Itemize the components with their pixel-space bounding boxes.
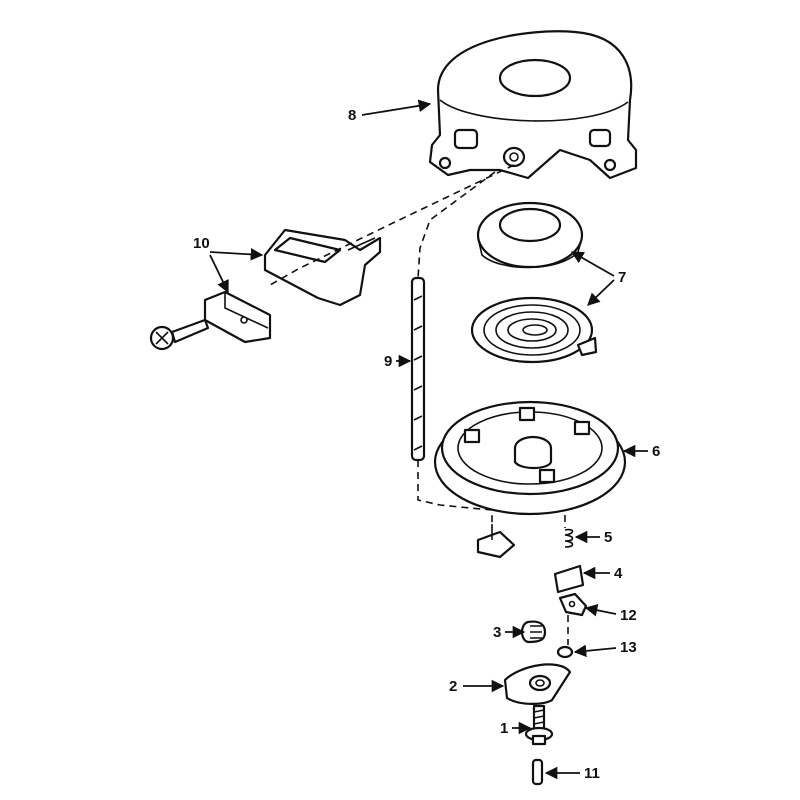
callout-2: 2 xyxy=(449,678,505,695)
spring-cup-part xyxy=(476,201,584,269)
pawl-link-part xyxy=(558,592,588,617)
brake-spring-part xyxy=(520,620,547,644)
callout-label-6: 6 xyxy=(652,443,660,460)
retainer-clip-part xyxy=(203,290,272,344)
callout-label-4: 4 xyxy=(614,565,623,582)
rope-part xyxy=(410,276,426,462)
callout-11: 11 xyxy=(544,765,600,782)
callout-12: 12 xyxy=(584,604,637,624)
callout-label-8: 8 xyxy=(348,107,356,124)
callout-13: 13 xyxy=(573,639,637,658)
starter-screw-part xyxy=(476,524,516,559)
callout-label-1: 1 xyxy=(500,720,508,737)
callout-8: 8 xyxy=(348,99,432,124)
handle-screw-part xyxy=(149,318,210,351)
callout-3: 3 xyxy=(493,624,526,641)
retainer-plate-part xyxy=(503,663,572,705)
pawl-part xyxy=(553,564,585,594)
center-screw-part xyxy=(524,704,554,746)
callout-6: 6 xyxy=(622,443,660,460)
callout-label-7: 7 xyxy=(618,269,626,286)
callout-label-3: 3 xyxy=(493,624,501,641)
callout-4: 4 xyxy=(582,565,623,582)
callout-label-5: 5 xyxy=(604,529,612,546)
callout-7: 7 xyxy=(570,251,626,306)
callout-10: 10 xyxy=(193,235,264,294)
assembly-lines xyxy=(269,164,569,645)
callout-label-11: 11 xyxy=(584,765,600,782)
callout-label-2: 2 xyxy=(449,678,457,695)
pin-part xyxy=(531,758,544,786)
callout-1: 1 xyxy=(500,720,532,737)
callout-9: 9 xyxy=(384,353,412,370)
small-screw-part xyxy=(556,645,574,659)
callout-label-9: 9 xyxy=(384,353,392,370)
pulley-part xyxy=(433,400,627,516)
pawl-spring-part xyxy=(564,528,574,548)
callout-5: 5 xyxy=(574,529,612,546)
callout-label-10: 10 xyxy=(193,235,210,252)
callout-label-13: 13 xyxy=(620,639,637,656)
recoil-spring-part xyxy=(470,296,598,364)
handle-part xyxy=(263,228,382,307)
callout-label-12: 12 xyxy=(620,607,637,624)
housing-part xyxy=(428,30,638,180)
